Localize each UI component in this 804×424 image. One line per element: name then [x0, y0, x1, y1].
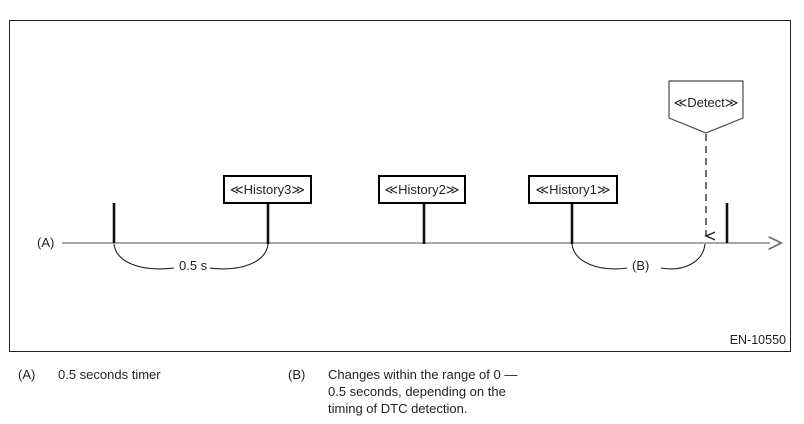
history3-box[interactable]: ≪History3≫: [223, 175, 312, 204]
legend-text-a: 0.5 seconds timer: [58, 367, 161, 382]
legend-key-b: (B): [288, 367, 306, 382]
detect-banner-label: ≪Detect≫: [673, 95, 739, 110]
axis-label-a: (A): [37, 235, 55, 250]
history2-box[interactable]: ≪History2≫: [378, 175, 466, 204]
legend: (A) 0.5 seconds timer (B) Changes within…: [0, 366, 804, 424]
legend-item-a: (A) 0.5 seconds timer: [18, 366, 161, 383]
brace-label-half-second: 0.5 s: [176, 259, 211, 272]
figure-code: EN-10550: [729, 333, 786, 347]
legend-text-b: Changes within the range of 0 — 0.5 seco…: [328, 367, 518, 416]
history1-box[interactable]: ≪History1≫: [528, 175, 618, 204]
brace-label-variance: (B): [629, 259, 653, 272]
history1-label: ≪History1≫: [535, 182, 611, 197]
history2-label: ≪History2≫: [384, 182, 460, 197]
legend-key-a: (A): [18, 367, 36, 382]
legend-item-b: (B) Changes within the range of 0 — 0.5 …: [288, 366, 588, 417]
history3-label: ≪History3≫: [230, 182, 305, 197]
